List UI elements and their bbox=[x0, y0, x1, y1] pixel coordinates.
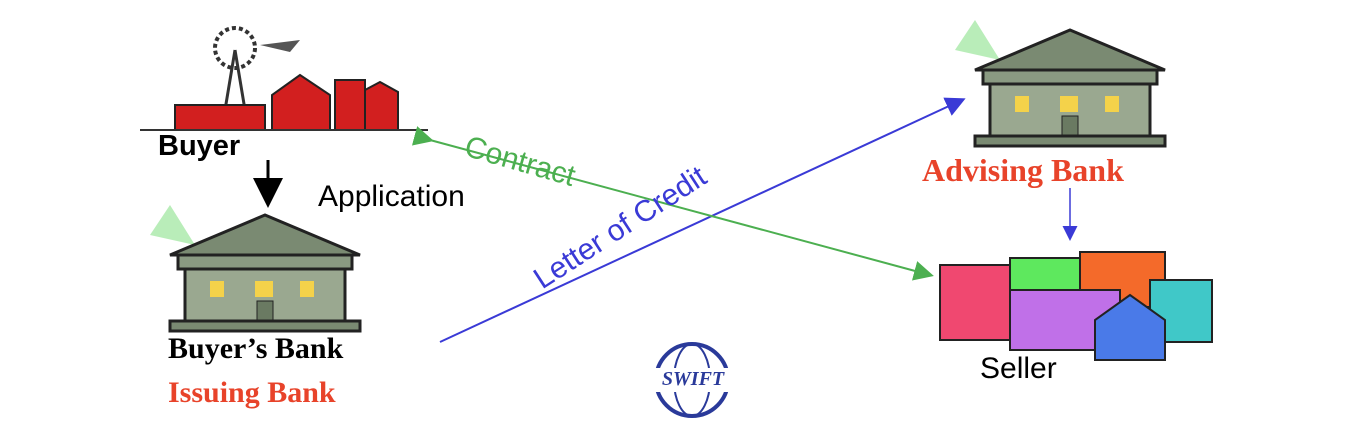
seller-buildings-icon bbox=[939, 251, 1213, 361]
buyer-label: Buyer bbox=[158, 130, 241, 162]
advising-bank-icon bbox=[953, 18, 1167, 148]
contract-arrow bbox=[411, 126, 934, 281]
swift-logo bbox=[648, 342, 738, 418]
issuing-bank-icon bbox=[148, 203, 362, 333]
letter-of-credit-arrow bbox=[439, 97, 966, 343]
buyers-bank-label: Buyer’s Bank bbox=[168, 332, 344, 365]
advising-bank-label: Advising Bank bbox=[922, 152, 1124, 188]
farm-icon bbox=[140, 26, 428, 131]
issuing-bank-label: Issuing Bank bbox=[168, 376, 336, 409]
swift-label: SWIFT bbox=[661, 368, 725, 390]
seller-label: Seller bbox=[980, 352, 1057, 385]
application-label: Application bbox=[318, 180, 465, 213]
